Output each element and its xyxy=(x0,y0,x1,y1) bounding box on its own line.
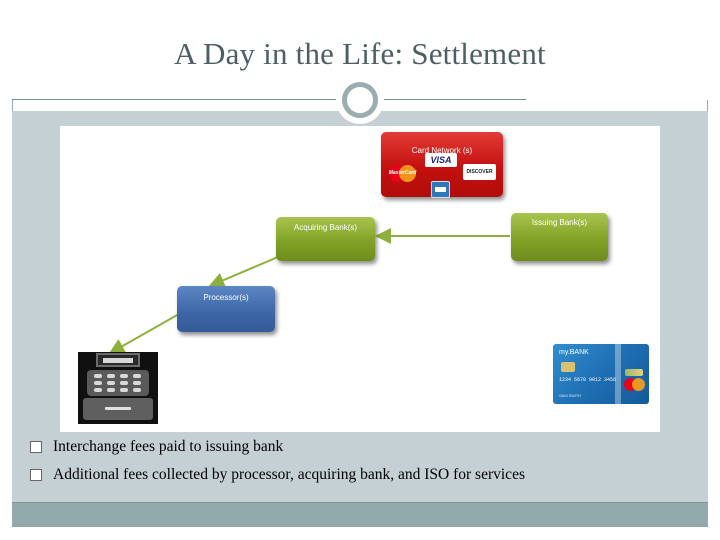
mastercard-logo: MasterCard xyxy=(387,164,418,183)
card-chip xyxy=(561,362,575,372)
register-key xyxy=(94,388,102,392)
processor-label: Processor(s) xyxy=(203,293,249,302)
acquiring-bank-label: Acquiring Bank(s) xyxy=(293,223,358,232)
register-key xyxy=(107,381,115,385)
bullet-text: Additional fees collected by processor, … xyxy=(53,466,525,483)
arrow-processor-to-register xyxy=(108,309,187,354)
card-hologram xyxy=(625,369,643,376)
register-key xyxy=(107,374,115,378)
card-mastercard-yellow-circle xyxy=(632,378,645,391)
register-key xyxy=(120,381,128,385)
register-key xyxy=(107,388,115,392)
register-key xyxy=(133,374,141,378)
acquiring-bank-box: Acquiring Bank(s) xyxy=(276,217,375,261)
settlement-diagram: Card Network (s) MasterCard VISA DISCOVE… xyxy=(60,126,660,432)
card-network-box: Card Network (s) MasterCard VISA DISCOVE… xyxy=(381,132,503,198)
bullet-marker-icon xyxy=(30,469,42,481)
processor-box: Processor(s) xyxy=(177,286,275,332)
register-key xyxy=(94,374,102,378)
ring-inner xyxy=(342,82,378,118)
card-mastercard-logo xyxy=(624,377,646,397)
cash-register-icon xyxy=(78,352,158,424)
title-divider-left xyxy=(12,99,338,100)
register-key xyxy=(133,388,141,392)
card-network-label: Card Network (s) xyxy=(411,146,473,155)
amex-logo-band xyxy=(435,187,446,192)
slide-title: A Day in the Life: Settlement xyxy=(174,36,546,71)
card-stripe xyxy=(615,344,621,404)
issuing-bank-label: Issuing Bank(s) xyxy=(531,218,588,227)
mastercard-yellow-circle xyxy=(399,165,416,182)
register-keypad xyxy=(87,370,149,396)
mastercard-wordmark: MasterCard xyxy=(388,170,417,176)
issuing-bank-box: Issuing Bank(s) xyxy=(511,213,608,261)
bullet-text: Interchange fees paid to issuing bank xyxy=(53,438,284,455)
credit-card-icon: my.BANK 1234 5678 9012 3456 SAM SMITH xyxy=(553,344,649,404)
title-divider-right xyxy=(384,99,526,100)
arrow-acquiring-to-processor xyxy=(208,253,286,288)
register-display xyxy=(96,353,140,367)
discover-logo: DISCOVER xyxy=(463,164,496,180)
register-key xyxy=(120,388,128,392)
title-ornament-ring xyxy=(336,76,384,124)
visa-logo: VISA xyxy=(425,153,457,167)
register-key xyxy=(94,381,102,385)
american-express-logo xyxy=(431,181,450,198)
flow-arrows xyxy=(108,228,510,354)
card-bank-brand: my.BANK xyxy=(559,349,589,356)
register-key xyxy=(120,374,128,378)
card-holder-name: SAM SMITH xyxy=(559,393,582,398)
register-drawer xyxy=(83,398,153,420)
bullet-marker-icon xyxy=(30,441,42,453)
register-key xyxy=(133,381,141,385)
register-display-screen xyxy=(103,358,133,363)
card-number: 1234 5678 9012 3456 xyxy=(559,377,617,383)
footer-band xyxy=(12,502,708,527)
register-drawer-handle xyxy=(105,407,131,410)
